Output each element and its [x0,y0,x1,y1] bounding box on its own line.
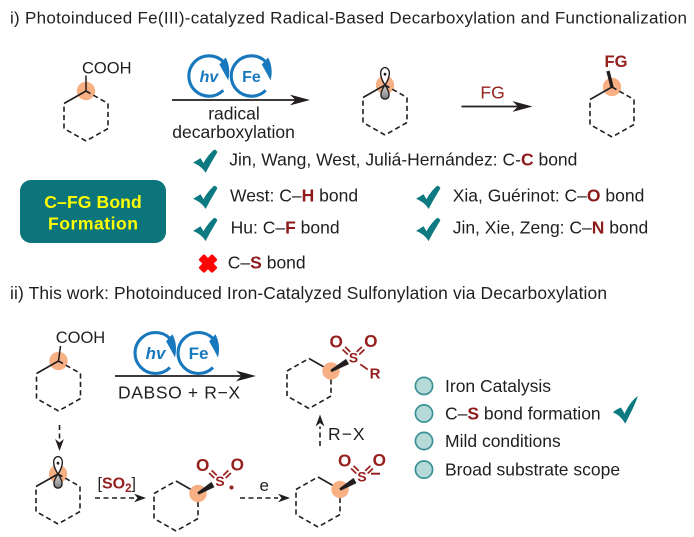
svg-text:Formation: Formation [48,213,138,233]
svg-text:ii) This work: Photoinduced Ir: ii) This work: Photoinduced Iron-Catalyz… [10,283,607,303]
svg-text:C–S bond formation: C–S bond formation [445,404,601,424]
svg-text:Fe: Fe [189,344,209,363]
svg-text:FG: FG [480,83,504,103]
svg-text:West: C–H bond: West: C–H bond [230,185,358,205]
svg-text:S: S [357,469,366,484]
svg-text:COOH: COOH [82,60,132,78]
svg-text:Jin, Wang, West, Juliá-Hernánd: Jin, Wang, West, Juliá-Hernández: C-C bo… [229,149,577,169]
svg-text:Broad substrate scope: Broad substrate scope [445,460,620,480]
svg-text:hv: hv [146,344,167,363]
svg-text:radical: radical [208,103,260,123]
svg-text:i) Photoinduced Fe(III)-cataly: i) Photoinduced Fe(III)-catalyzed Radica… [10,9,687,28]
svg-text:R−X: R−X [328,424,365,444]
svg-text:O: O [330,331,343,351]
svg-text:O: O [338,450,351,470]
svg-text:e: e [260,476,269,495]
svg-text:O: O [373,450,386,470]
svg-text:Xia, Guérinot: C–O bond: Xia, Guérinot: C–O bond [453,185,645,205]
svg-text:DABSO + R−X: DABSO + R−X [118,382,240,402]
svg-text:C–S bond: C–S bond [228,253,306,273]
svg-text:C–FG Bond: C–FG Bond [44,192,142,212]
svg-text:R: R [370,366,381,383]
svg-text:Jin, Xie, Zeng: C–N bond: Jin, Xie, Zeng: C–N bond [453,218,649,238]
svg-text:S: S [215,474,224,489]
svg-text:O: O [231,455,244,475]
svg-text:Iron Catalysis: Iron Catalysis [445,376,551,396]
svg-text:hv: hv [200,69,220,86]
svg-text:O: O [364,331,377,351]
svg-text:decarboxylation: decarboxylation [172,122,295,142]
svg-text:Hu: C–F bond: Hu: C–F bond [231,218,340,238]
svg-text:Mild conditions: Mild conditions [445,431,561,451]
svg-text:FG: FG [605,52,628,71]
svg-text:S: S [349,350,358,365]
svg-text:Fe: Fe [242,69,261,86]
svg-text:O: O [196,455,209,475]
svg-text:COOH: COOH [56,329,105,347]
